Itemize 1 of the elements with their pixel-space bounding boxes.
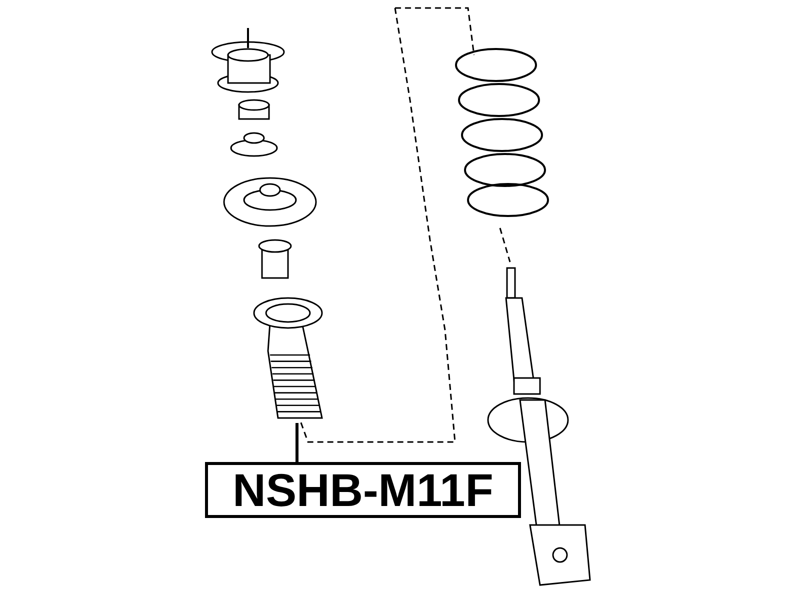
leader-line (296, 423, 298, 462)
